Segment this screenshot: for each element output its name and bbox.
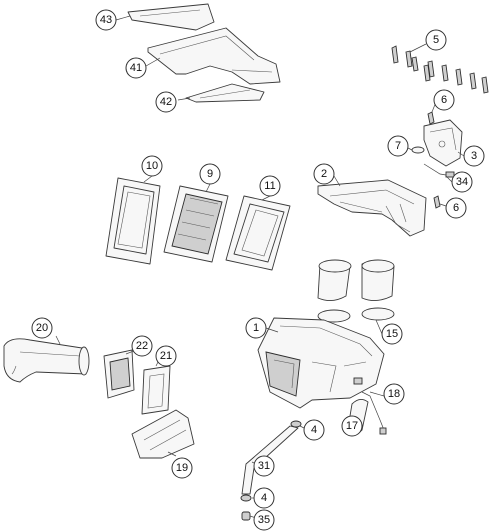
callout-42-label: 42 (160, 96, 172, 108)
callout-6-upper-label: 6 (441, 94, 447, 106)
callout-4-upper[interactable]: 4 (303, 419, 325, 441)
screw (455, 68, 463, 86)
callout-5-label: 5 (433, 34, 439, 46)
callout-17-label: 17 (346, 420, 358, 432)
callout-34[interactable]: 34 (451, 171, 473, 193)
callout-22-label: 22 (136, 340, 148, 352)
callout-4-lower-label: 4 (261, 492, 267, 504)
callout-1[interactable]: 1 (245, 317, 267, 339)
part-20-intake-duct[interactable] (3, 338, 90, 383)
part-4-clamp-upper[interactable] (290, 420, 302, 428)
part-3-bracket[interactable] (423, 119, 463, 167)
callout-18[interactable]: 18 (383, 383, 405, 405)
part-41-cover-panel[interactable] (147, 27, 281, 85)
part-5-screws[interactable] (391, 45, 489, 94)
callout-10-label: 10 (146, 160, 158, 172)
callout-42[interactable]: 42 (155, 91, 177, 113)
callout-31[interactable]: 31 (253, 455, 275, 477)
callout-19[interactable]: 19 (171, 457, 193, 479)
part-6-screw-upper[interactable] (427, 111, 435, 125)
callout-43[interactable]: 43 (95, 9, 117, 31)
screw (391, 45, 399, 64)
callout-15-label: 15 (386, 328, 398, 340)
part-19-snorkel[interactable] (131, 409, 195, 459)
callout-11[interactable]: 11 (259, 175, 281, 197)
callout-9-label: 9 (207, 168, 213, 180)
callout-41-label: 41 (130, 62, 142, 74)
callout-4-upper-label: 4 (311, 424, 317, 436)
callout-5[interactable]: 5 (425, 29, 447, 51)
callout-18-label: 18 (388, 388, 400, 400)
callout-7[interactable]: 7 (387, 135, 409, 157)
part-21-gasket-frame[interactable] (141, 365, 171, 415)
callout-2[interactable]: 2 (313, 163, 335, 185)
callout-34-label: 34 (456, 176, 468, 188)
callout-1-label: 1 (253, 322, 259, 334)
part-inlet-funnels[interactable] (317, 259, 395, 301)
callout-21-label: 21 (160, 350, 172, 362)
part-9-air-filter[interactable] (163, 185, 229, 263)
callout-20[interactable]: 20 (31, 317, 53, 339)
callout-19-label: 19 (176, 462, 188, 474)
callout-35-label: 35 (258, 514, 270, 526)
part-22-duct-adapter[interactable] (103, 349, 135, 399)
callout-41[interactable]: 41 (125, 57, 147, 79)
screw (481, 76, 489, 94)
callout-21[interactable]: 21 (155, 345, 177, 367)
callout-22[interactable]: 22 (131, 335, 153, 357)
part-15-seals[interactable] (317, 307, 395, 323)
callout-11-label: 11 (264, 180, 275, 192)
callout-20-label: 20 (36, 322, 48, 334)
callout-6-lower-label: 6 (453, 202, 459, 214)
screw (423, 64, 431, 82)
callout-9[interactable]: 9 (199, 163, 221, 185)
part-42-cover[interactable] (185, 83, 265, 103)
callout-35[interactable]: 35 (253, 509, 275, 531)
callout-31-label: 31 (258, 460, 270, 472)
callout-6-lower[interactable]: 6 (445, 197, 467, 219)
part-34-sensor[interactable] (423, 163, 455, 178)
part-31-drain-hose[interactable] (241, 425, 299, 495)
callout-2-label: 2 (321, 168, 327, 180)
callout-4-lower[interactable]: 4 (253, 487, 275, 509)
part-7-grommet[interactable] (411, 146, 425, 154)
part-4-clamp-lower[interactable] (240, 494, 252, 502)
callout-6-upper[interactable]: 6 (433, 89, 455, 111)
part-18-hose-fitting[interactable] (361, 391, 387, 435)
part-2-airbox-lid[interactable] (317, 179, 427, 237)
callout-7-label: 7 (395, 140, 401, 152)
callout-10[interactable]: 10 (141, 155, 163, 177)
part-43-cover[interactable] (127, 3, 215, 31)
callout-3[interactable]: 3 (463, 145, 485, 167)
callout-17[interactable]: 17 (341, 415, 363, 437)
callout-3-label: 3 (471, 150, 477, 162)
screw (441, 64, 449, 82)
part-6-screw-lower[interactable] (433, 195, 441, 209)
screw (405, 50, 413, 68)
screw (469, 72, 477, 90)
part-35-plug[interactable] (241, 511, 251, 521)
screw (411, 56, 419, 72)
callout-43-label: 43 (100, 14, 112, 26)
part-11-filter-cage[interactable] (225, 195, 291, 271)
part-10-filter-frame[interactable] (105, 177, 161, 265)
callout-15[interactable]: 15 (381, 323, 403, 345)
part-1-airbox-housing[interactable] (257, 317, 385, 409)
